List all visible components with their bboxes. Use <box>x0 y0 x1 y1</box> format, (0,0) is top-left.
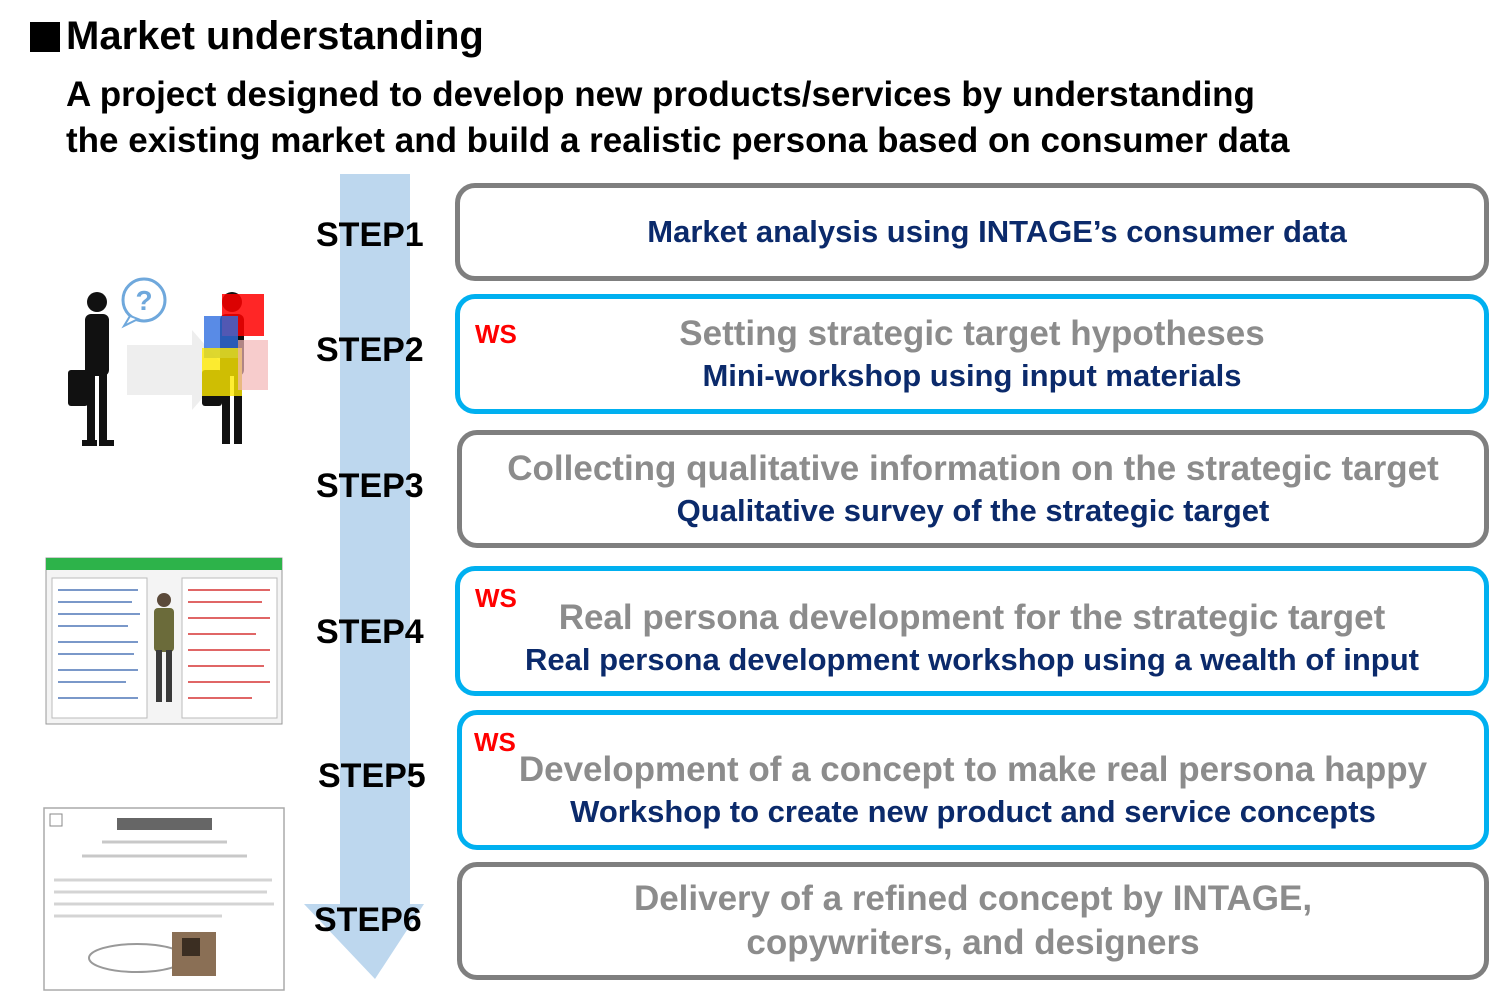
step-2-description: Mini-workshop using input materials <box>702 358 1242 393</box>
page-title-text: Market understanding <box>66 14 484 58</box>
process-arrow <box>304 174 424 979</box>
step-3-description: Qualitative survey of the strategic targ… <box>676 493 1270 528</box>
step-box-5: WS Development of a concept to make real… <box>457 710 1489 850</box>
page-title: Market understanding <box>30 14 484 59</box>
step-4-description: Real persona development workshop using … <box>525 642 1419 677</box>
step-label-4: STEP4 <box>316 613 424 651</box>
step-box-1: Market analysis using INTAGE’s consumer … <box>455 183 1489 281</box>
black-square-icon <box>30 21 60 52</box>
person-photo-icon <box>154 593 174 702</box>
question-bubble-icon: ? <box>121 277 167 329</box>
step-label-3: STEP3 <box>316 467 424 505</box>
svg-text:?: ? <box>135 285 152 316</box>
workshop-badge: WS <box>474 727 516 757</box>
step-1-description: Market analysis using INTAGE’s consumer … <box>647 214 1347 249</box>
workshop-badge: WS <box>475 583 517 613</box>
step-6-title-line-1: Delivery of a refined concept by INTAGE, <box>633 879 1313 918</box>
step-box-6: Delivery of a refined concept by INTAGE,… <box>457 862 1489 980</box>
step-box-3: Collecting qualitative information on th… <box>457 430 1489 548</box>
step-label-2: STEP2 <box>316 331 424 369</box>
subtitle-line-2: the existing market and build a realisti… <box>66 121 1290 160</box>
workshop-badge: WS <box>475 319 517 349</box>
subtitle-line-1: A project designed to develop new produc… <box>66 75 1255 114</box>
step-5-title: Development of a concept to make real pe… <box>518 750 1428 789</box>
persona-sheet-thumbnail <box>45 557 283 725</box>
step-label-1: STEP1 <box>316 216 424 254</box>
step-label-5: STEP5 <box>318 757 426 795</box>
step-5-description: Workshop to create new product and servi… <box>570 794 1376 829</box>
concept-sheet-thumbnail <box>43 807 285 991</box>
step-label-6: STEP6 <box>314 901 422 939</box>
persona-silhouette-icon <box>202 292 268 444</box>
persona-illustration: ? <box>68 277 268 446</box>
speech-bubble-icon <box>88 943 186 973</box>
page-subtitle: A project designed to develop new produc… <box>66 72 1289 164</box>
step-box-2: WS Setting strategic target hypotheses M… <box>455 294 1489 414</box>
step-4-title: Real persona development for the strateg… <box>558 598 1386 637</box>
person-silhouette-icon <box>68 292 114 446</box>
step-2-title: Setting strategic target hypotheses <box>679 314 1265 353</box>
step-3-title: Collecting qualitative information on th… <box>507 449 1439 488</box>
step-6-title-line-2: copywriters, and designers <box>746 923 1200 962</box>
step-box-4: WS Real persona development for the stra… <box>455 566 1489 696</box>
